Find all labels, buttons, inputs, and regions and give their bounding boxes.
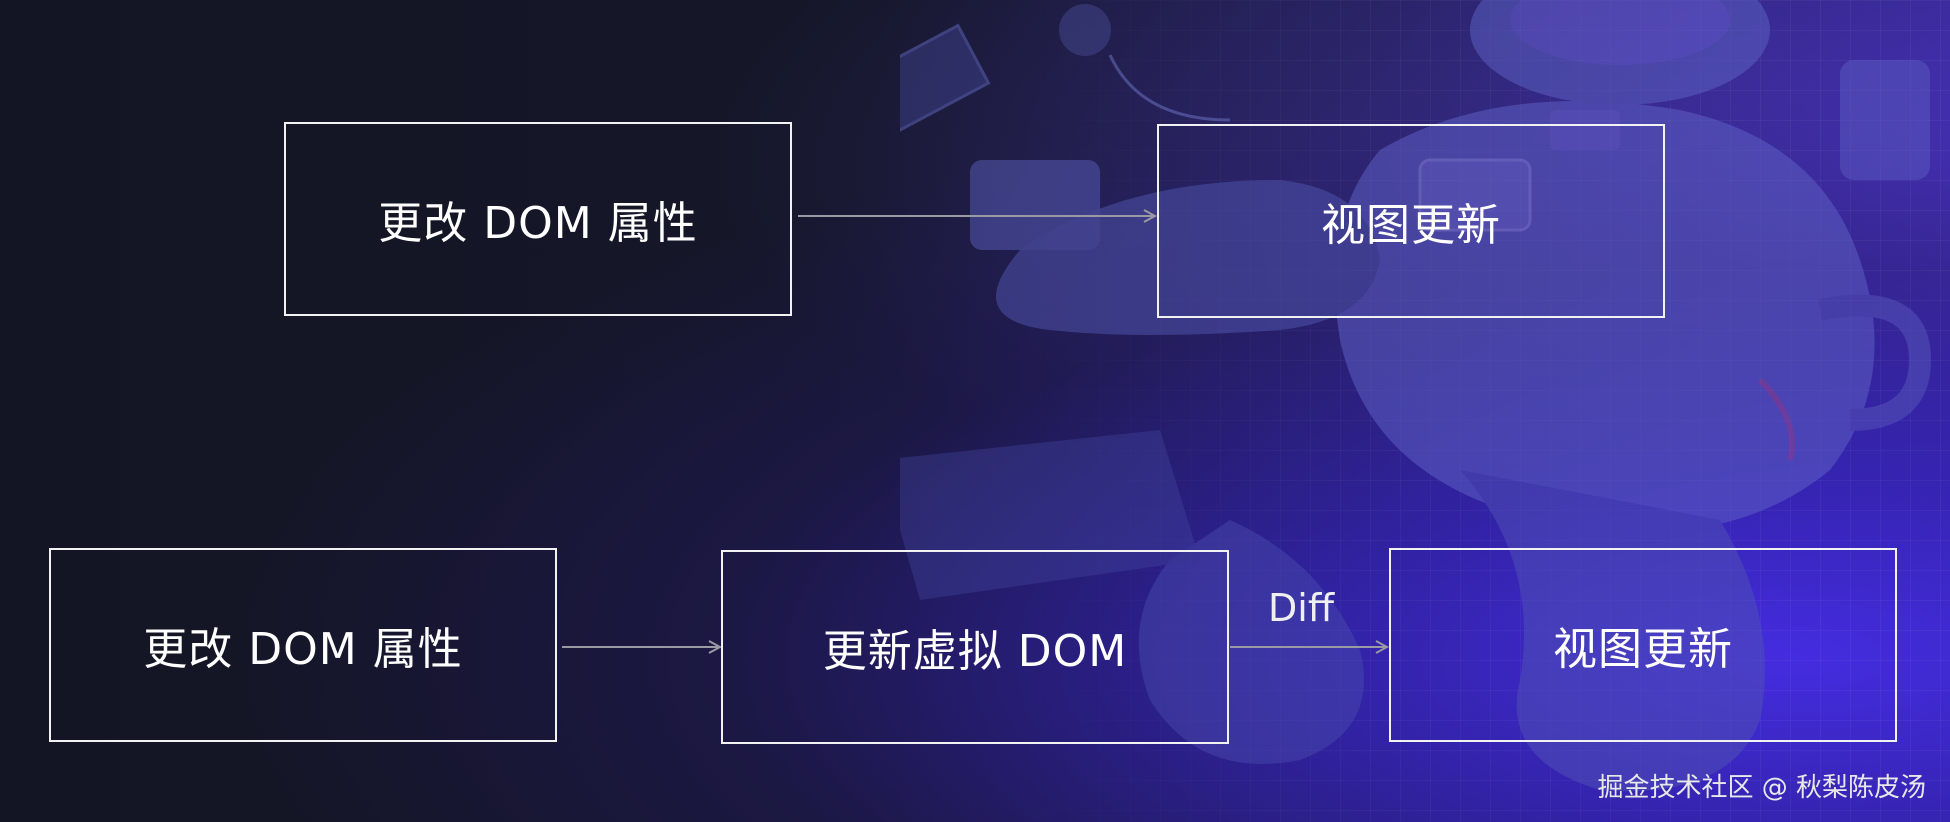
row1-source-box: 更改 DOM 属性	[284, 122, 792, 316]
astronaut-illustration	[900, 0, 1932, 792]
row1-target-label: 视图更新	[1321, 200, 1501, 251]
row2-middle-label: 更新虚拟 DOM	[822, 626, 1128, 677]
watermark: 掘金技术社区 @ 秋梨陈皮汤	[1597, 773, 1926, 803]
row2-middle-box: 更新虚拟 DOM	[721, 550, 1229, 744]
diff-label: Diff	[1268, 586, 1334, 630]
row1-target-box: 视图更新	[1157, 124, 1665, 318]
row2-source-box: 更改 DOM 属性	[49, 548, 557, 742]
row2-target-label: 视图更新	[1553, 624, 1733, 675]
row1-source-label: 更改 DOM 属性	[378, 198, 698, 249]
row2-source-label: 更改 DOM 属性	[143, 624, 463, 675]
row2-target-box: 视图更新	[1389, 548, 1897, 742]
